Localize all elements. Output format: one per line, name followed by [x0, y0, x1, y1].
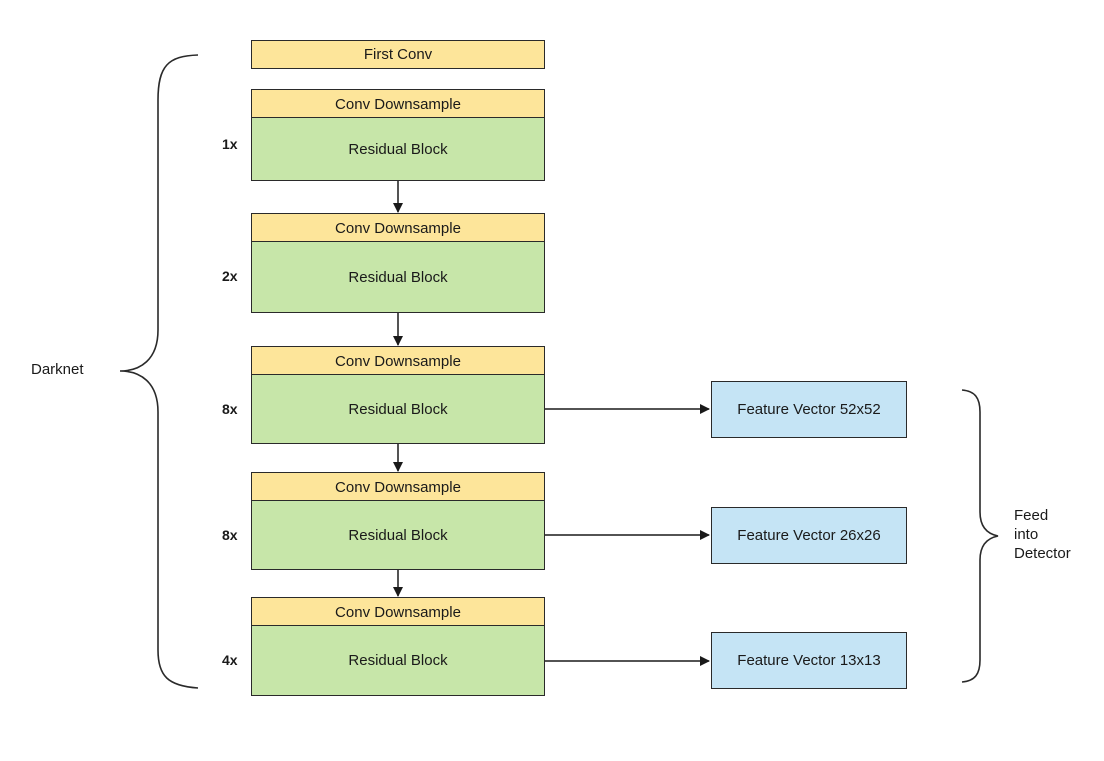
residual-block-box: Residual Block — [251, 500, 545, 570]
repeat-multiplier: 4x — [222, 652, 238, 668]
residual-block-box: Residual Block — [251, 241, 545, 313]
darknet-brace — [119, 54, 199, 689]
feature-vector-13-box: Feature Vector 13x13 — [711, 632, 907, 689]
conv-downsample-box: Conv Downsample — [251, 213, 545, 243]
repeat-multiplier: 1x — [222, 136, 238, 152]
conv-downsample-box: Conv Downsample — [251, 472, 545, 502]
first-conv-box: First Conv — [251, 40, 545, 69]
residual-block-box: Residual Block — [251, 117, 545, 181]
feature-vector-26-box: Feature Vector 26x26 — [711, 507, 907, 564]
repeat-multiplier: 8x — [222, 527, 238, 543]
feature-vector-52-box: Feature Vector 52x52 — [711, 381, 907, 438]
residual-block-box: Residual Block — [251, 625, 545, 696]
residual-block-box: Residual Block — [251, 374, 545, 444]
conv-downsample-box: Conv Downsample — [251, 597, 545, 627]
feed-into-detector-label: Feed into Detector — [1014, 506, 1071, 563]
detector-brace — [961, 389, 999, 683]
feed-label-line: Feed — [1014, 507, 1049, 524]
conv-downsample-box: Conv Downsample — [251, 346, 545, 376]
repeat-multiplier: 2x — [222, 268, 238, 284]
conv-downsample-box: Conv Downsample — [251, 89, 545, 119]
feed-label-line: into — [1014, 526, 1039, 543]
repeat-multiplier: 8x — [222, 401, 238, 417]
darknet-label: Darknet — [31, 361, 84, 378]
feed-label-line: Detector — [1014, 545, 1071, 562]
